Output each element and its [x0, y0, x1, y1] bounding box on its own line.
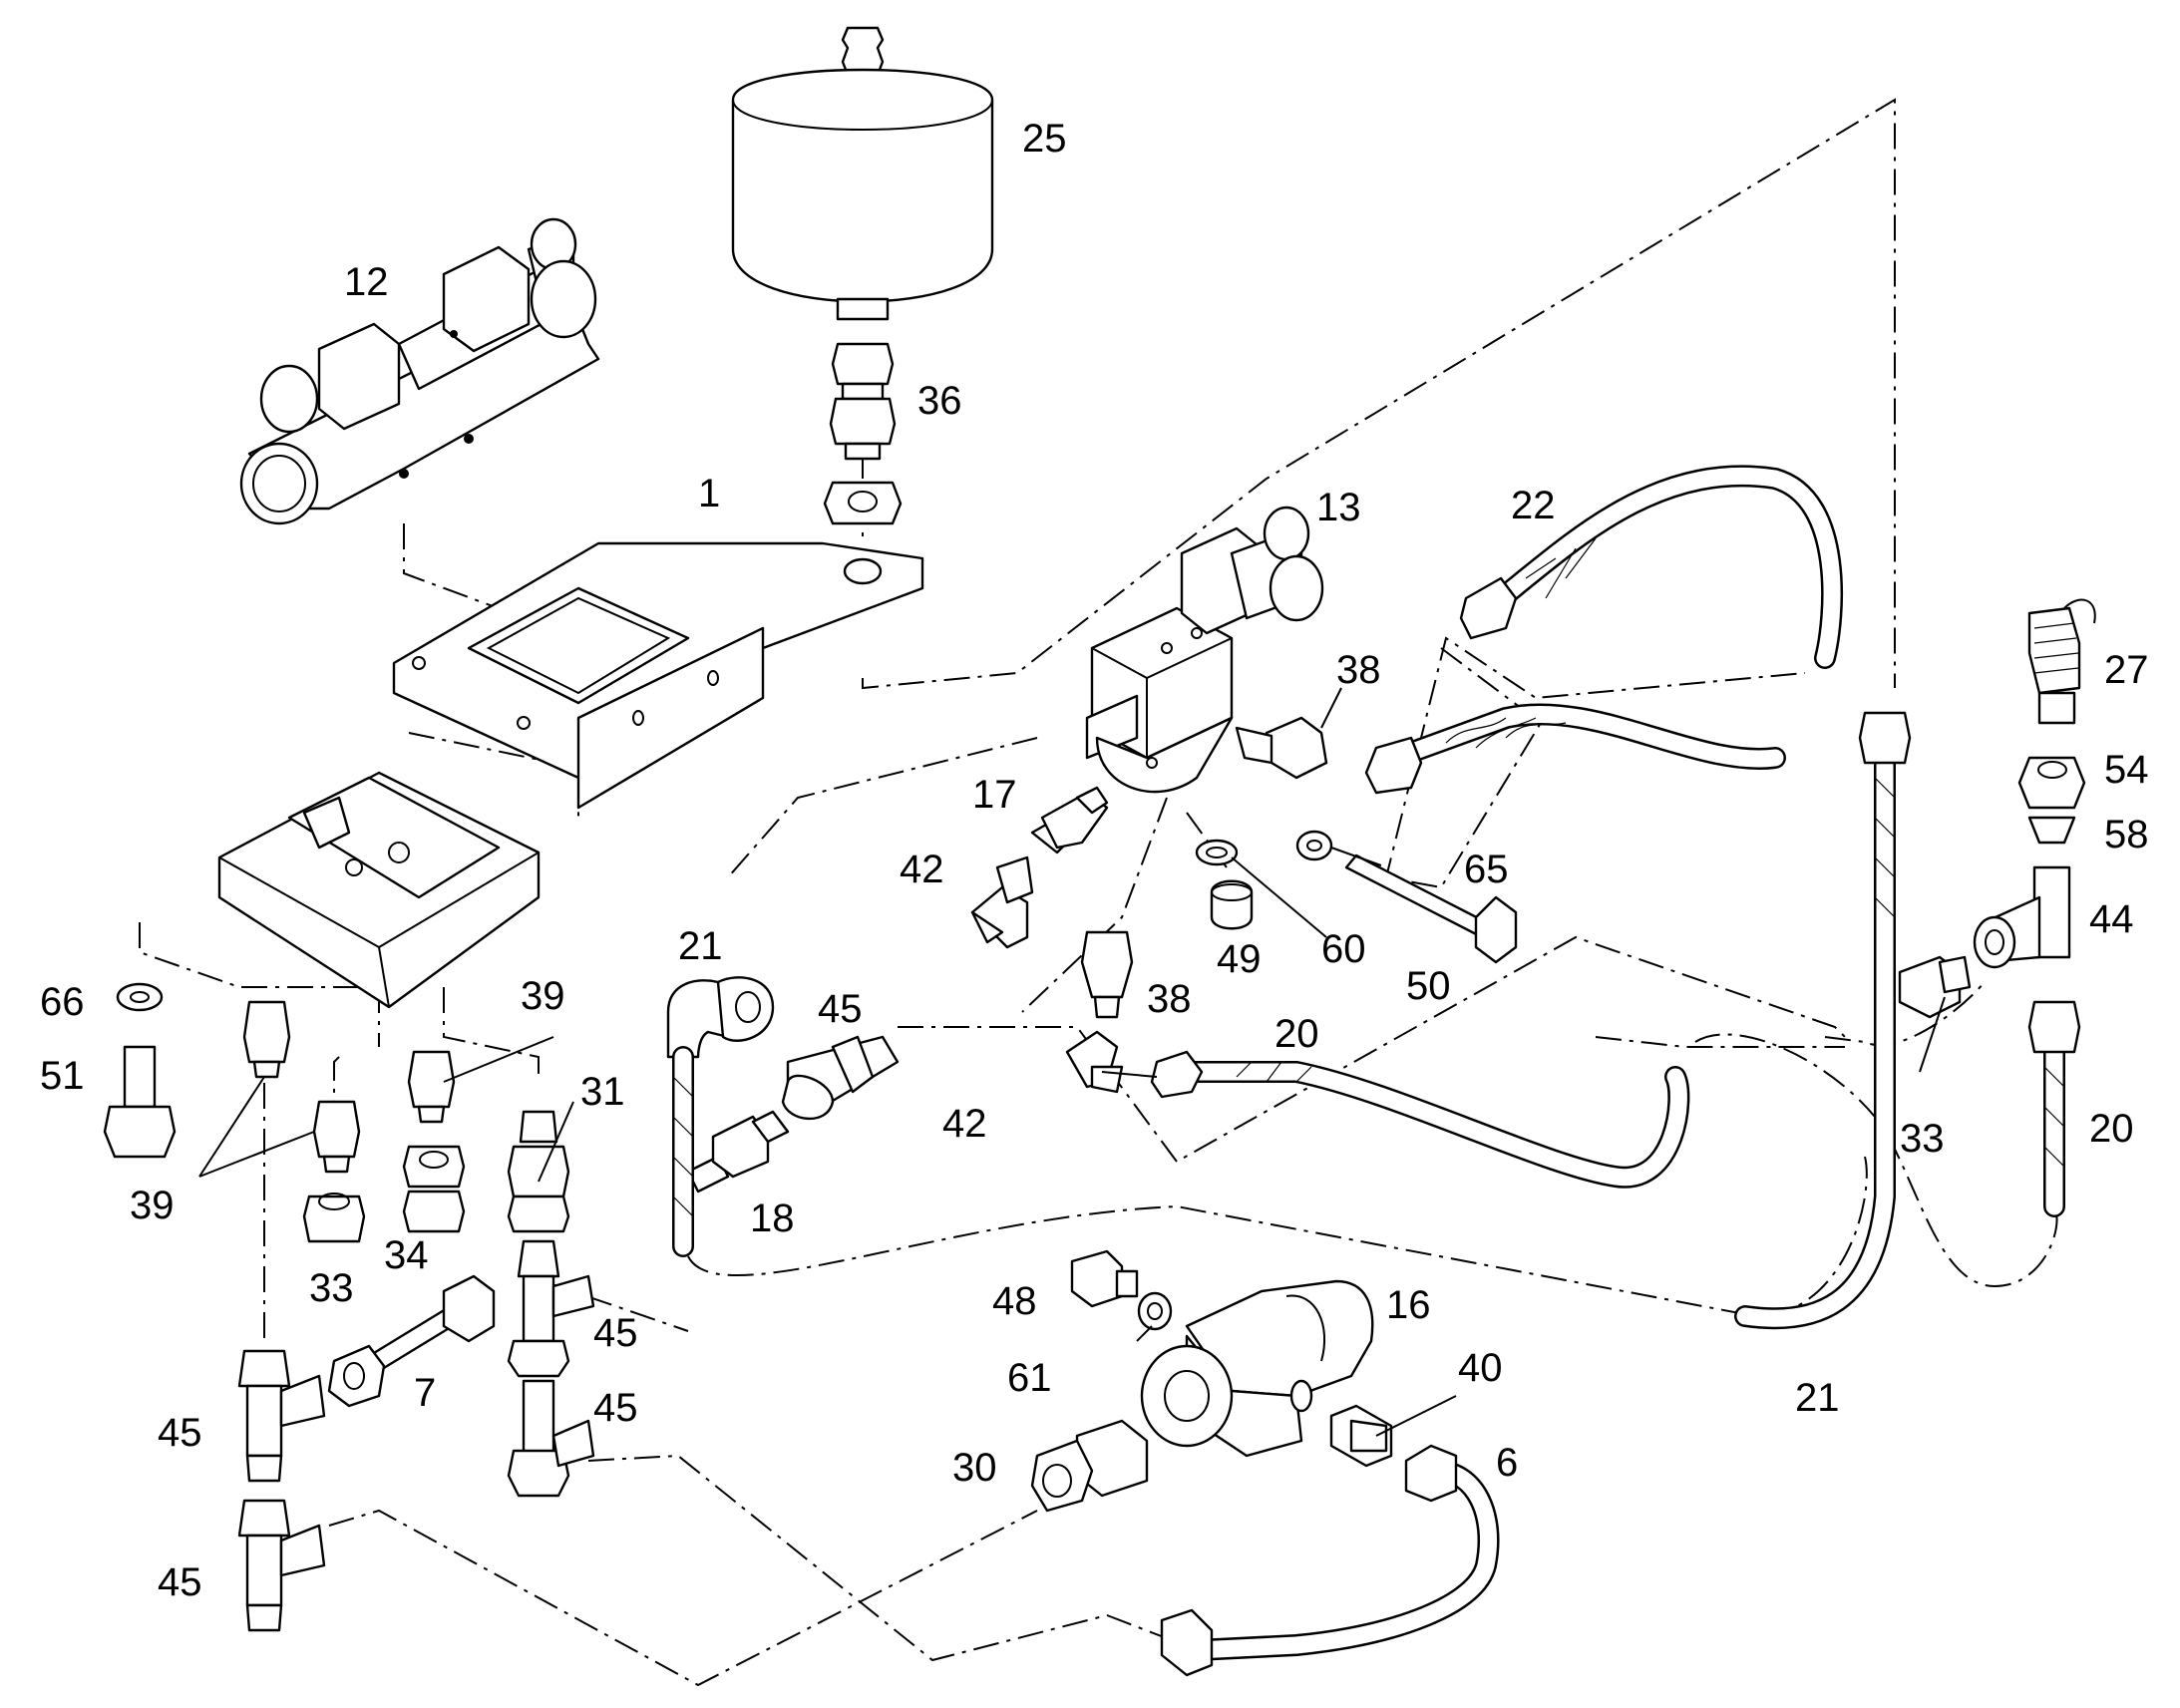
washer-60: [1195, 839, 1239, 866]
washer-61: [1137, 1291, 1173, 1331]
directional-valve-12: [239, 217, 600, 525]
cone-58: [2027, 816, 2076, 845]
valve-16: [1140, 1279, 1374, 1458]
callout-58: 58: [2104, 813, 2149, 856]
callout-42-lower: 42: [942, 1102, 987, 1146]
fitting-38-lower: [1080, 930, 1134, 1019]
fitting-30: [1030, 1419, 1149, 1513]
callout-pointers: [198, 687, 1946, 1437]
callout-25: 25: [1022, 117, 1067, 161]
callout-6: 6: [1496, 1441, 1518, 1485]
callout-18: 18: [750, 1196, 795, 1240]
callout-labels: 1 6 7 12 13 16 17 18 20 20 21 21 22 25 2…: [40, 117, 2149, 1604]
tee-45-top: [781, 1035, 900, 1121]
adapter-36: [823, 342, 903, 525]
fitting-31: [507, 1110, 570, 1233]
callout-65: 65: [1464, 848, 1509, 891]
callout-54: 54: [2104, 748, 2149, 792]
elbow-42-upper: [970, 855, 1034, 949]
callout-40: 40: [1458, 1346, 1503, 1390]
bolt-50: [1344, 854, 1518, 964]
callout-13: 13: [1316, 486, 1361, 529]
tee-44: [1973, 865, 2071, 969]
callout-22: 22: [1511, 484, 1556, 527]
callout-45-mid: 45: [593, 1311, 638, 1355]
accumulator-25: [731, 26, 994, 321]
callout-51: 51: [40, 1054, 85, 1098]
callout-1: 1: [698, 472, 720, 515]
bolt-51: [103, 1045, 177, 1159]
fitting-38-upper: [1235, 716, 1328, 780]
elbow-21-top: [666, 976, 775, 1059]
callout-33-left: 33: [309, 1266, 354, 1310]
callout-48: 48: [992, 1279, 1037, 1323]
fitting-40: [1329, 1404, 1393, 1468]
tee-45-bottom: [237, 1499, 326, 1632]
nut-34: [402, 1145, 466, 1233]
nut-33-left: [302, 1193, 366, 1243]
fitting-39-right: [407, 1050, 456, 1124]
callout-45-top: 45: [818, 987, 863, 1031]
hose-21-right: [1734, 711, 1912, 1330]
callout-42-upper: 42: [900, 848, 944, 891]
bolt-7: [327, 1274, 496, 1408]
solenoid-valve-13: [1085, 506, 1324, 794]
tee-45-left: [237, 1349, 326, 1483]
fitting-18: [686, 1110, 790, 1194]
callout-39-left: 39: [130, 1184, 175, 1227]
callout-49: 49: [1217, 937, 1262, 981]
callout-7: 7: [414, 1371, 436, 1415]
callout-38-lower: 38: [1147, 977, 1192, 1021]
callout-38-upper: 38: [1336, 648, 1381, 692]
callout-16: 16: [1386, 1283, 1431, 1327]
washer-66: [116, 982, 164, 1012]
callout-20-mid: 20: [1274, 1012, 1319, 1056]
hose-21-left: [672, 1046, 694, 1257]
callout-36: 36: [917, 379, 962, 423]
callout-30: 30: [952, 1446, 997, 1490]
callout-45-bottom: 45: [158, 1560, 202, 1604]
callout-27: 27: [2104, 648, 2149, 692]
nut-54: [2017, 756, 2086, 810]
callout-33-right: 33: [1900, 1117, 1945, 1161]
mounting-bracket-1: [392, 541, 924, 810]
fitting-39-mid: [312, 1100, 361, 1174]
hose-20: [1150, 1050, 1690, 1189]
callout-45-right: 45: [593, 1386, 638, 1430]
callout-45-left: 45: [158, 1411, 202, 1455]
callout-34: 34: [384, 1233, 429, 1277]
fitting-39-upper: [242, 1000, 291, 1079]
callout-60: 60: [1321, 927, 1366, 971]
callout-17: 17: [972, 773, 1017, 817]
callout-61: 61: [1007, 1356, 1052, 1400]
callout-12: 12: [344, 260, 389, 304]
plug-49: [1210, 879, 1254, 930]
hose-20-right: [2027, 1000, 2081, 1217]
cap-27: [2027, 598, 2096, 725]
fitting-17: [1030, 786, 1109, 854]
fitting-33-right: [1898, 955, 1972, 1019]
callout-66: 66: [40, 980, 85, 1024]
callout-21-right: 21: [1795, 1376, 1840, 1420]
sub-plate: [217, 771, 541, 1009]
washer-65: [1295, 830, 1333, 861]
callout-44: 44: [2089, 897, 2134, 941]
callout-39-right: 39: [521, 974, 565, 1018]
tee-45-mid: [507, 1239, 595, 1378]
fitting-48: [1070, 1249, 1139, 1308]
callout-50: 50: [1406, 964, 1451, 1008]
callout-31: 31: [580, 1070, 625, 1114]
hose-22: [1364, 465, 1844, 795]
tee-45-right: [507, 1379, 595, 1498]
elbow-42-lower: [1065, 1030, 1124, 1094]
callout-21-left: 21: [678, 924, 723, 968]
tube-6: [1160, 1444, 1500, 1677]
callout-20-right: 20: [2089, 1107, 2134, 1151]
